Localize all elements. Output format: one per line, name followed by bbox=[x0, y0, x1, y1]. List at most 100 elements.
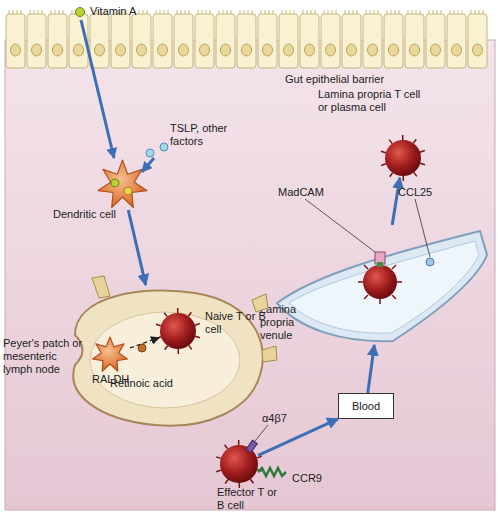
annotation-label: CCR9 bbox=[292, 472, 332, 485]
epithelial-cell bbox=[384, 14, 403, 68]
microvillus bbox=[219, 10, 220, 14]
flow-arrow bbox=[392, 178, 400, 225]
node-shape bbox=[215, 440, 263, 488]
microvillus bbox=[202, 10, 203, 14]
epithelial-cell bbox=[195, 14, 214, 68]
lymph-vessel bbox=[92, 276, 110, 298]
lymph-vessel bbox=[262, 346, 277, 362]
microvillus bbox=[252, 10, 253, 14]
box-outline bbox=[339, 394, 394, 419]
microvillus bbox=[290, 10, 291, 14]
node-label: Peyer's patch or mesenteric lymph node bbox=[3, 337, 85, 376]
lymph-node: Peyer's patch or mesenteric lymph nodeRA… bbox=[55, 285, 270, 430]
microvillus bbox=[248, 10, 249, 14]
epithelial-cell bbox=[237, 14, 256, 68]
cell-body bbox=[160, 313, 196, 349]
microvillus bbox=[307, 10, 308, 14]
microvillus bbox=[366, 10, 367, 14]
microvillus bbox=[328, 10, 329, 14]
microvillus bbox=[269, 10, 270, 14]
epithelial-cell bbox=[27, 14, 46, 68]
dendritic-cell: RALDH bbox=[90, 335, 130, 375]
microvillus bbox=[63, 10, 64, 14]
microvillus bbox=[164, 10, 165, 14]
microvillus bbox=[349, 10, 350, 14]
microvillus bbox=[30, 10, 31, 14]
microvillus bbox=[412, 10, 413, 14]
cell-receptor bbox=[250, 444, 253, 448]
microvillus bbox=[244, 10, 245, 14]
microvillus bbox=[177, 10, 178, 14]
microvillus bbox=[336, 10, 337, 14]
cell-nucleus bbox=[326, 44, 336, 56]
cell-receptor bbox=[165, 346, 168, 350]
epithelial-cell bbox=[111, 14, 130, 68]
edge-label: Retinoic acid bbox=[110, 377, 190, 390]
microvillus bbox=[324, 10, 325, 14]
microvillus bbox=[181, 10, 182, 14]
microvillus bbox=[429, 10, 430, 14]
microvillus bbox=[9, 10, 10, 14]
microvillus bbox=[471, 10, 472, 14]
epithelial-cell bbox=[174, 14, 193, 68]
cell-nucleus bbox=[116, 44, 126, 56]
epithelial-cell bbox=[216, 14, 235, 68]
microvillus bbox=[51, 10, 52, 14]
node-label: Lamina propria venule bbox=[260, 303, 322, 342]
epithelial-cell bbox=[132, 14, 151, 68]
cell-nucleus bbox=[431, 44, 441, 56]
epithelial-cell bbox=[279, 14, 298, 68]
cell-receptor bbox=[403, 176, 405, 181]
cell-receptor bbox=[414, 172, 417, 176]
microvillus bbox=[59, 10, 60, 14]
chemokine-receptor bbox=[258, 468, 286, 476]
microvillus bbox=[72, 10, 73, 14]
node-shape bbox=[155, 308, 201, 354]
microvillus bbox=[408, 10, 409, 14]
microvillus bbox=[261, 10, 262, 14]
microvillus bbox=[42, 10, 43, 14]
microvillus bbox=[420, 10, 421, 14]
cell-receptor bbox=[188, 312, 191, 316]
cell-receptor bbox=[164, 313, 167, 317]
dendritic-cell: Dendritic cell bbox=[95, 160, 150, 210]
cell-nucleus bbox=[11, 44, 21, 56]
microvillus bbox=[282, 10, 283, 14]
cell-receptor bbox=[238, 440, 240, 445]
cell-body bbox=[220, 445, 258, 483]
node-label: Dendritic cell bbox=[53, 208, 123, 221]
cell-receptor bbox=[257, 470, 262, 471]
dendritic-cell-body bbox=[93, 337, 128, 371]
cell-nucleus bbox=[347, 44, 357, 56]
microvillus bbox=[454, 10, 455, 14]
epithelial-cell bbox=[69, 14, 88, 68]
microvillus bbox=[462, 10, 463, 14]
microvillus bbox=[391, 10, 392, 14]
microvillus bbox=[357, 10, 358, 14]
flow-arrow bbox=[128, 210, 145, 285]
microvillus bbox=[185, 10, 186, 14]
annotation-label: CCL25 bbox=[398, 186, 448, 199]
microvillus bbox=[370, 10, 371, 14]
cell-nucleus bbox=[368, 44, 378, 56]
cell-receptor bbox=[250, 479, 253, 483]
tslp-molecule bbox=[160, 143, 168, 151]
cell-receptor bbox=[225, 445, 228, 449]
microvillus bbox=[143, 10, 144, 14]
cell-receptor bbox=[381, 164, 386, 166]
microvillus bbox=[479, 10, 480, 14]
flow-arrow bbox=[130, 338, 159, 348]
microvillus bbox=[13, 10, 14, 14]
microvillus bbox=[311, 10, 312, 14]
cell-nucleus bbox=[221, 44, 231, 56]
microvillus bbox=[223, 10, 224, 14]
lamina-propria-block bbox=[5, 40, 495, 510]
cell-nucleus bbox=[179, 44, 189, 56]
cell-nucleus bbox=[242, 44, 252, 56]
node-shape bbox=[380, 135, 426, 181]
cell-receptor bbox=[189, 345, 192, 349]
cell-receptor bbox=[402, 135, 404, 140]
microvillus bbox=[38, 10, 39, 14]
cell-nucleus bbox=[200, 44, 210, 56]
